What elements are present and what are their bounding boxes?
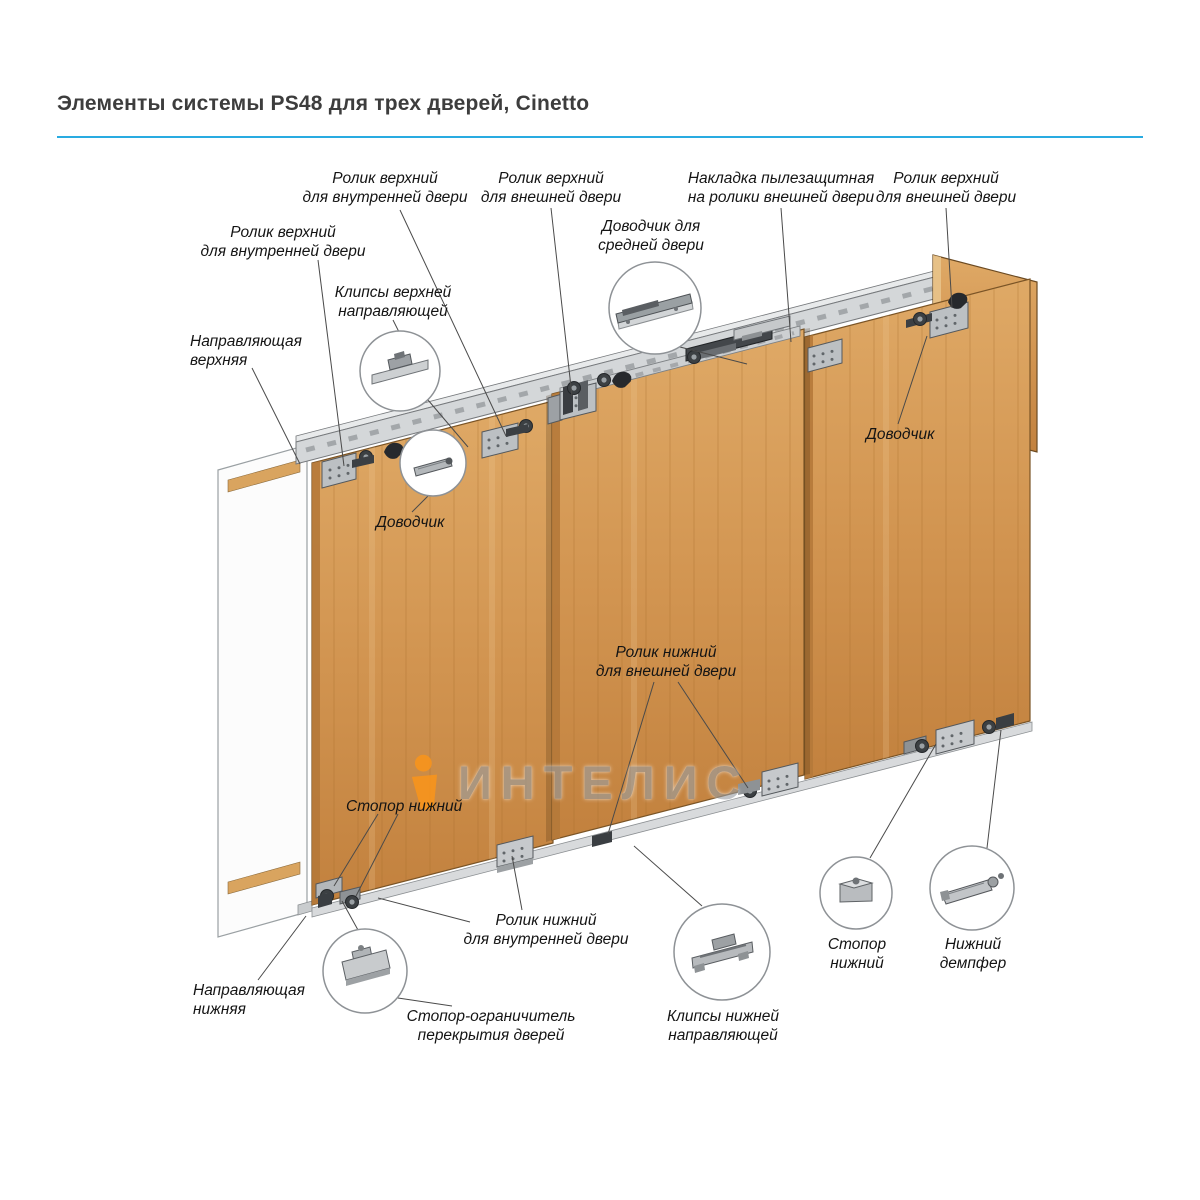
back-panel-left [217, 444, 308, 938]
leader-lines [251, 207, 1002, 1007]
page-title: Элементы системы PS48 для трех дверей, C… [57, 92, 590, 115]
label-closer-middle-door: Доводчик для средней двери [598, 218, 704, 254]
label-closer-left: Доводчик [376, 514, 445, 531]
callout-stop-bottom [819, 856, 893, 930]
door-middle [551, 328, 805, 841]
label-roller-bottom-inner: Ролик нижний для внутренней двери [463, 912, 629, 948]
label-roller-top-inner-b: Ролик верхний для внутренней двери [200, 224, 366, 260]
top-hardware [321, 292, 969, 489]
label-rail-bottom: Направляющая нижняя [193, 982, 305, 1018]
callout-clips-bottom [673, 903, 771, 1001]
callout-closer-middle [608, 261, 702, 355]
label-roller-top-outer-b: Ролик верхний для внешней двери [875, 170, 1017, 206]
label-stop-bottom-right: Стопор нижний [827, 936, 887, 972]
label-closer-right: Доводчик [866, 426, 935, 443]
label-rail-top: Направляющая верхняя [190, 333, 302, 369]
label-clips-bottom: Клипсы нижней направляющей [666, 1008, 780, 1044]
bottom-hardware [315, 713, 1014, 909]
label-stop-bottom-left: Стопор нижний [346, 798, 463, 815]
label-roller-top-outer-a: Ролик верхний для внешней двери [480, 170, 622, 206]
callout-overlap-stop [322, 928, 408, 1014]
door-middle-shadow-left [546, 394, 552, 842]
label-roller-bottom-outer: Ролик нижний для внешней двери [595, 644, 737, 680]
label-roller-top-inner-a: Ролик верхний для внутренней двери [302, 170, 468, 206]
label-dust-cover: Накладка пылезащитная на ролики внешней … [687, 170, 875, 206]
title-divider [57, 136, 1143, 138]
callout-top-clip [359, 330, 441, 412]
door-middle-shadow-right [804, 328, 810, 775]
label-bottom-damper: Нижний демпфер [939, 936, 1007, 972]
label-clips-top: Клипсы верхней направляющей [334, 284, 452, 320]
callout-closer-left [399, 429, 467, 497]
callout-damper [929, 845, 1015, 931]
door-left [311, 400, 554, 906]
label-overlap-stop: Стопор-ограничитель перекрытия дверей [406, 1008, 576, 1044]
